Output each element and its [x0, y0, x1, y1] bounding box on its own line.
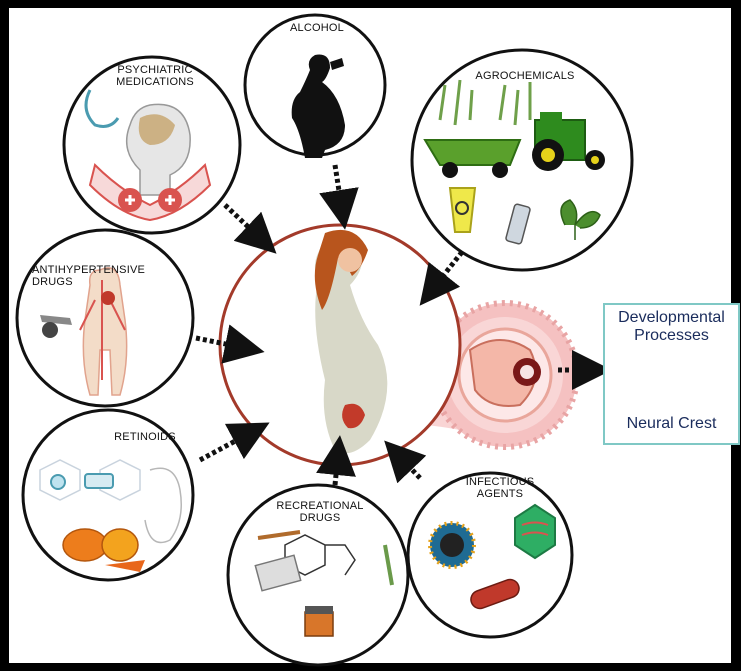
label-antihypertensive-line2: DRUGS: [32, 276, 172, 288]
arrow-retinoids: [200, 432, 252, 460]
label-psychiatric-line2: MEDICATIONS: [100, 76, 210, 88]
outcome-line1: Developmental: [605, 309, 738, 327]
outcome-neural-crest: Neural Crest: [605, 415, 738, 433]
label-recreational-drugs: RECREATIONAL DRUGS: [265, 500, 375, 524]
outcome-line2: Processes: [605, 327, 738, 345]
outcome-title: Developmental Processes: [605, 309, 738, 345]
label-infectious-agents: INFECTIOUS AGENTS: [460, 476, 540, 500]
alcohol-circle: [245, 15, 385, 158]
label-antihypertensive-line1: ANTIHYPERTENSIVE: [32, 264, 172, 276]
label-infectious-line1: INFECTIOUS: [460, 476, 540, 488]
arrow-alcohol: [335, 165, 342, 210]
label-antihypertensive-drugs: ANTIHYPERTENSIVE DRUGS: [32, 264, 172, 288]
label-psychiatric-line1: PSYCHIATRIC: [100, 64, 210, 76]
label-agrochemicals: AGROCHEMICALS: [465, 70, 585, 82]
label-recreational-line2: DRUGS: [265, 512, 375, 524]
arrow-infectious: [398, 455, 420, 478]
label-retinoids: RETINOIDS: [100, 431, 190, 443]
label-recreational-line1: RECREATIONAL: [265, 500, 375, 512]
arrow-psychiatric: [225, 205, 262, 240]
label-psychiatric-medications: PSYCHIATRIC MEDICATIONS: [100, 64, 210, 88]
center-circle: [220, 225, 460, 465]
antihypertensive-circle: [17, 230, 193, 406]
agrochemicals-circle: [412, 50, 632, 270]
outcome-box: Developmental Processes Neural Crest: [603, 303, 740, 445]
label-alcohol: ALCOHOL: [287, 22, 347, 34]
label-infectious-line2: AGENTS: [460, 488, 540, 500]
